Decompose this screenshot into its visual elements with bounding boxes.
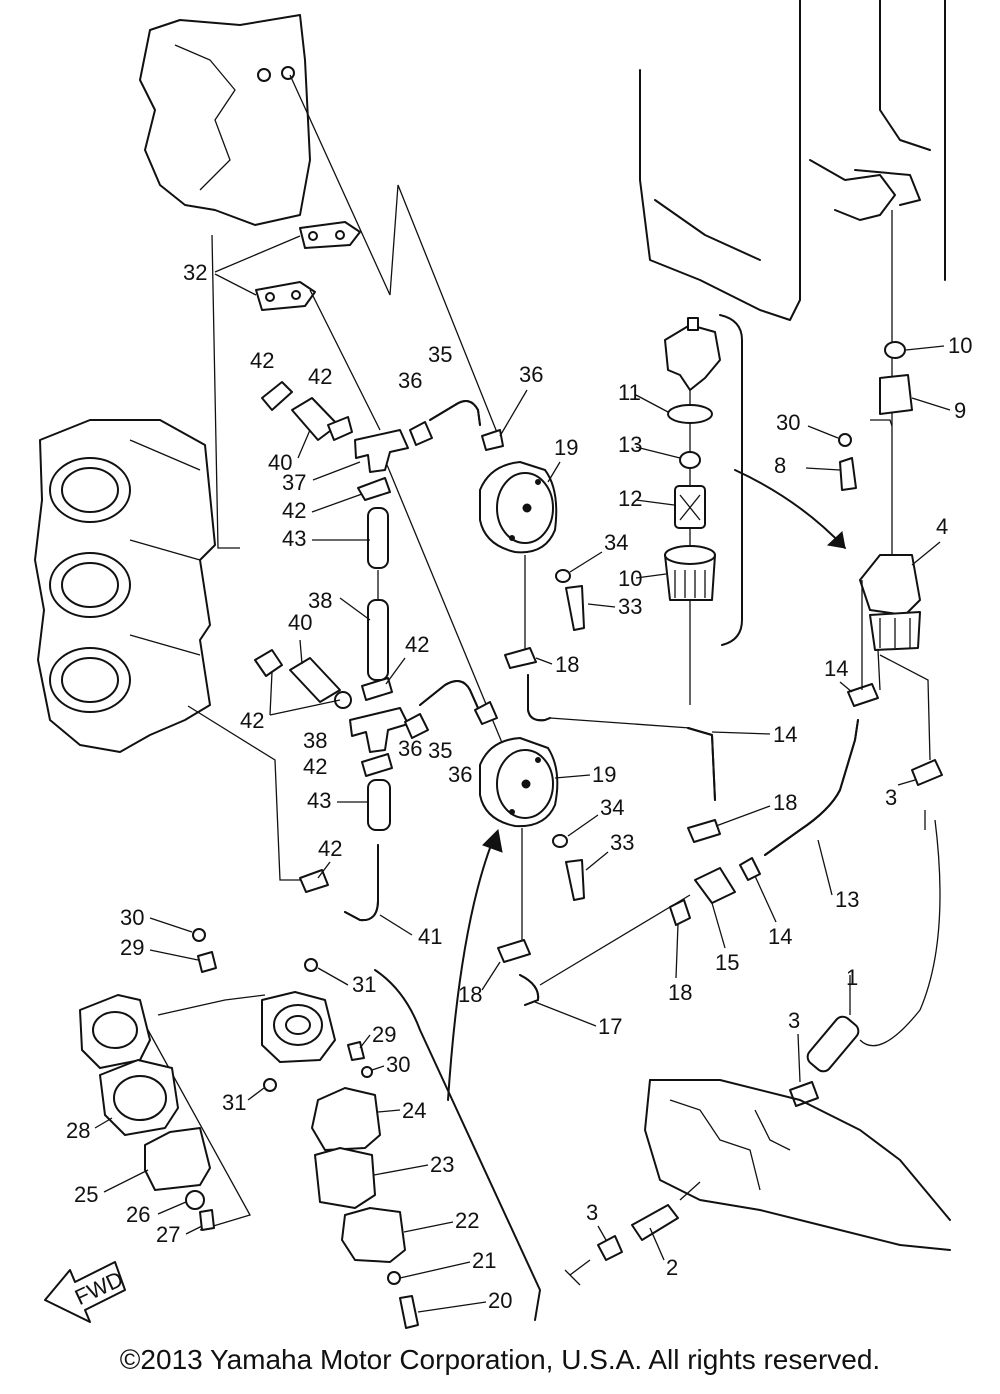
callout-28: 28 — [66, 1118, 90, 1143]
callout-39: 38 — [308, 588, 332, 613]
fuel-pump-lower — [479, 737, 559, 940]
callout-27: 27 — [156, 1222, 180, 1247]
callout-36: 36 — [398, 736, 422, 761]
callout-33: 33 — [618, 594, 642, 619]
callout-9: 9 — [954, 398, 966, 423]
fuel-line-assembly — [254, 381, 504, 922]
callout-3: 3 — [885, 785, 897, 810]
callout-37: 37 — [282, 470, 306, 495]
callout-34: 34 — [600, 795, 624, 820]
callout-17: 17 — [598, 1014, 622, 1039]
callout-5: 10 — [618, 566, 642, 591]
leader-lines — [147, 74, 506, 1231]
callout-42: 42 — [250, 348, 274, 373]
callout-43: 43 — [307, 788, 331, 813]
callout-30: 30 — [386, 1052, 410, 1077]
callout-3: 3 — [788, 1008, 800, 1033]
callout-38: 38 — [303, 728, 327, 753]
callout-20: 20 — [488, 1288, 512, 1313]
engine-mount-right — [639, 0, 946, 560]
hoses-16-17-18 — [497, 647, 879, 1006]
callout-26: 26 — [126, 1202, 150, 1227]
callout-18: 18 — [458, 982, 482, 1007]
carburetor-blocks — [34, 419, 216, 753]
callout-42: 42 — [318, 836, 342, 861]
callout-40: 40 — [288, 610, 312, 635]
callout-16: 14 — [773, 722, 797, 747]
callout-22: 22 — [455, 1208, 479, 1233]
callout-3: 3 — [586, 1200, 598, 1225]
fuel-filter-exploded — [664, 314, 743, 705]
callout-23: 23 — [430, 1152, 454, 1177]
callout-14: 14 — [824, 656, 848, 681]
callout-13: 13 — [835, 887, 859, 912]
callout-33: 33 — [610, 830, 634, 855]
callout-6: 11 — [618, 380, 641, 405]
callout-18: 18 — [773, 790, 797, 815]
callout-4: 4 — [936, 514, 948, 539]
callout-18: 18 — [555, 652, 579, 677]
callout-42: 42 — [405, 632, 429, 657]
callout-35: 35 — [428, 738, 452, 763]
callout-35: 35 — [428, 342, 452, 367]
fuel-filter-mount — [838, 341, 943, 830]
callout-32: 32 — [183, 260, 207, 285]
callout-43: 43 — [282, 526, 306, 551]
callout-labels: 32 42 42 36 35 36 40 37 42 43 38 40 42 4… — [66, 235, 972, 1313]
callout-7: 12 — [618, 486, 642, 511]
callout-42: 42 — [240, 708, 264, 733]
engine-block-top — [139, 14, 311, 226]
callout-40: 40 — [268, 450, 292, 475]
exploded-parts-diagram: FWD 32 — [34, 0, 972, 1329]
callout-8: 13 — [618, 432, 642, 457]
callout-36: 36 — [398, 368, 422, 393]
callout-41: 41 — [418, 924, 442, 949]
callout-10: 8 — [774, 453, 786, 478]
callout-12: 10 — [948, 333, 972, 358]
gasket-32 — [255, 221, 361, 311]
callout-42: 42 — [303, 754, 327, 779]
fwd-arrow: FWD — [44, 1261, 127, 1323]
lower-cowling — [564, 1079, 951, 1286]
fuel-hose-1 — [789, 819, 941, 1107]
callout-24: 24 — [402, 1098, 426, 1123]
fuel-pump-upper — [479, 461, 558, 650]
callout-42: 42 — [308, 364, 332, 389]
callout-21: 21 — [472, 1248, 496, 1273]
bolts-and-washers — [552, 569, 585, 901]
callout-31: 31 — [222, 1090, 246, 1115]
callout-1: 1 — [846, 965, 858, 990]
callout-36: 36 — [519, 362, 543, 387]
callout-19: 19 — [592, 762, 616, 787]
pump-breakdown — [79, 469, 846, 1329]
callout-14: 14 — [768, 924, 792, 949]
callout-36: 36 — [448, 762, 472, 787]
callout-2: 2 — [666, 1255, 678, 1280]
callout-11: 30 — [776, 410, 800, 435]
callout-31: 31 — [352, 972, 376, 997]
callout-30: 30 — [120, 905, 144, 930]
callout-29: 29 — [120, 935, 144, 960]
callout-34: 34 — [604, 530, 628, 555]
copyright-notice: ©2013 Yamaha Motor Corporation, U.S.A. A… — [119, 1344, 881, 1375]
callout-18: 18 — [668, 980, 692, 1005]
callout-19: 19 — [554, 435, 578, 460]
callout-25: 25 — [74, 1182, 98, 1207]
callout-29: 29 — [372, 1022, 396, 1047]
callout-15: 15 — [715, 950, 739, 975]
callout-42: 42 — [282, 498, 306, 523]
